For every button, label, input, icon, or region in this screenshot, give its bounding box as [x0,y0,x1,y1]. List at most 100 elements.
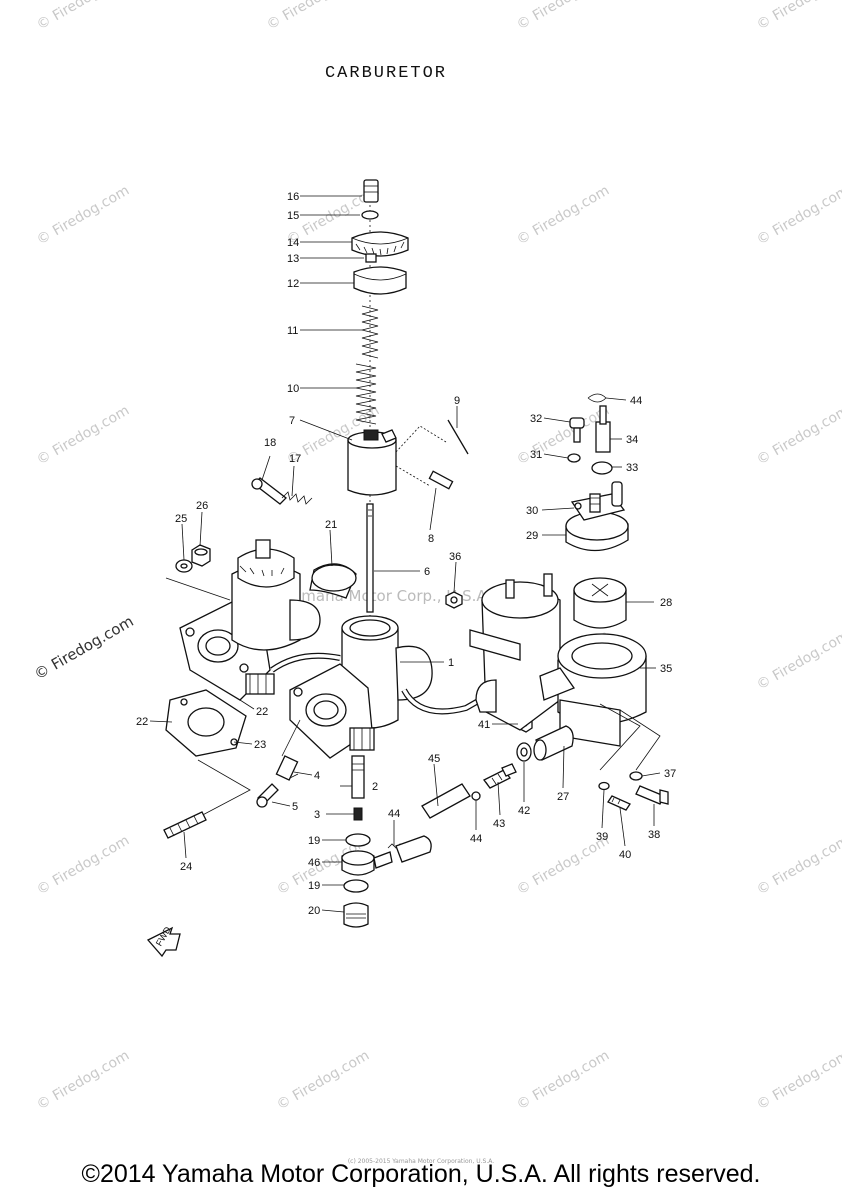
watermark: © Firedog.com [514,1048,612,1114]
guide-line [281,719,301,757]
callout-41: 41 [478,719,490,731]
fwd-arrow: FWD [146,925,181,958]
watermark: © Firedog.com [34,183,132,249]
part-32-screw [569,417,585,443]
watermark: © Firedog.com [34,0,132,33]
watermark: © Firedog.com [264,0,362,33]
part-21-sleeve [309,563,357,599]
part-4-spring [275,755,299,781]
callout-2: 2 [372,781,378,793]
watermark: © Firedog.com [754,403,842,469]
diagram-title: CARBURETOR [0,64,842,83]
callout-35: 35 [660,663,672,675]
part-46-banjo-fitting [341,850,393,876]
watermark: © Firedog.com [34,833,132,899]
part-30-tickler-body [570,481,626,521]
callout-34: 34 [626,434,638,446]
part-29-bowl-cover [565,511,629,552]
callout-6: 6 [424,566,430,578]
part-40-bolt [607,795,631,811]
part-28-float [573,577,627,629]
callout-3: 3 [314,809,320,821]
part-float-chamber-left [469,573,561,731]
callout-37: 37 [664,768,676,780]
callout-11: 11 [287,325,298,337]
watermark: © Firedog.com [754,0,842,33]
part-33-o-ring [591,461,613,475]
part-37-washer [629,771,643,781]
callout-18: 18 [264,437,276,449]
part-24-stud [163,811,207,839]
callout-20: 20 [308,905,320,917]
callout-44a: 44 [388,808,400,820]
watermark: © Firedog.com [754,628,842,694]
part-2-needle-jet [351,755,365,799]
callout-38: 38 [648,829,660,841]
part-44-spring-clip [587,393,607,403]
part-1-carburetor-body [289,615,433,759]
callout-39: 39 [596,831,608,843]
part-7-throttle-valve [347,429,397,496]
part-23-intake-flange [165,689,247,757]
part-14-ring-nut [351,231,409,257]
part-36-cap-nut [445,591,463,609]
copyright-footer: ©2014 Yamaha Motor Corporation, U.S.A. A… [81,1160,761,1188]
callout-42: 42 [518,805,530,817]
callout-12: 12 [287,278,299,290]
part-43-fitting [483,763,517,789]
callout-10: 10 [287,383,299,395]
callout-8: 8 [428,533,434,545]
part-hose-segment [395,835,432,863]
part-31-washer [567,453,581,463]
part-39-washer [598,781,610,791]
small-copyright: (c) 2005-2015 Yamaha Motor Corporation, … [347,1158,495,1165]
part-19-gasket-lower [343,879,369,893]
guide-line [165,577,231,601]
fuel-hose-inner [270,654,481,714]
part-6-jet-needle [366,503,374,613]
leader-lines [149,195,661,913]
watermark: © Firedog.com [754,183,842,249]
callout-19b: 19 [308,880,320,892]
callout-5: 5 [292,801,298,813]
part-8-needle-clip [395,465,454,490]
callout-44c: 44 [630,395,642,407]
callout-19a: 19 [308,835,320,847]
callout-33: 33 [626,462,638,474]
watermark: © Firedog.com [514,183,612,249]
part-3-main-jet [353,807,363,821]
part-5-screw [256,783,279,808]
callout-40: 40 [619,849,631,861]
part-44-clip-lower [471,791,481,801]
part-42-washer [516,742,532,762]
callout-22a: 22 [256,706,268,718]
callout-31: 31 [530,449,542,461]
part-25-washer [175,559,193,573]
callout-46: 46 [308,857,320,869]
part-20-drain-plug [343,902,369,928]
watermark-layer: © Firedog.com © Firedog.com © Firedog.co… [31,0,842,1113]
callout-1: 1 [448,657,454,669]
callout-25: 25 [175,513,187,525]
diagram-title-text: CARBURETOR [324,64,448,83]
callout-45: 45 [428,753,440,765]
callout-7: 7 [289,415,295,427]
part-10-throttle-spring [355,363,377,425]
part-13-boss [365,253,377,263]
callout-28: 28 [660,597,672,609]
part-11-needle-spring [361,305,379,359]
callout-43: 43 [493,818,505,830]
callout-27: 27 [557,791,569,803]
callout-29: 29 [526,530,538,542]
callout-21: 21 [325,519,337,531]
part-left-carburetor-body [179,539,321,701]
part-34-plunger [595,405,611,453]
callout-24: 24 [180,861,192,873]
watermark: © Firedog.com [274,1048,372,1114]
part-26-nut [191,544,211,567]
callout-32: 32 [530,413,542,425]
carburetor-exploded-diagram: © Firedog.com © Firedog.com © Firedog.co… [31,0,842,1113]
guide-line [619,709,661,771]
callout-labels: 16 15 14 13 12 11 10 7 9 8 18 17 25 26 2… [136,191,676,917]
